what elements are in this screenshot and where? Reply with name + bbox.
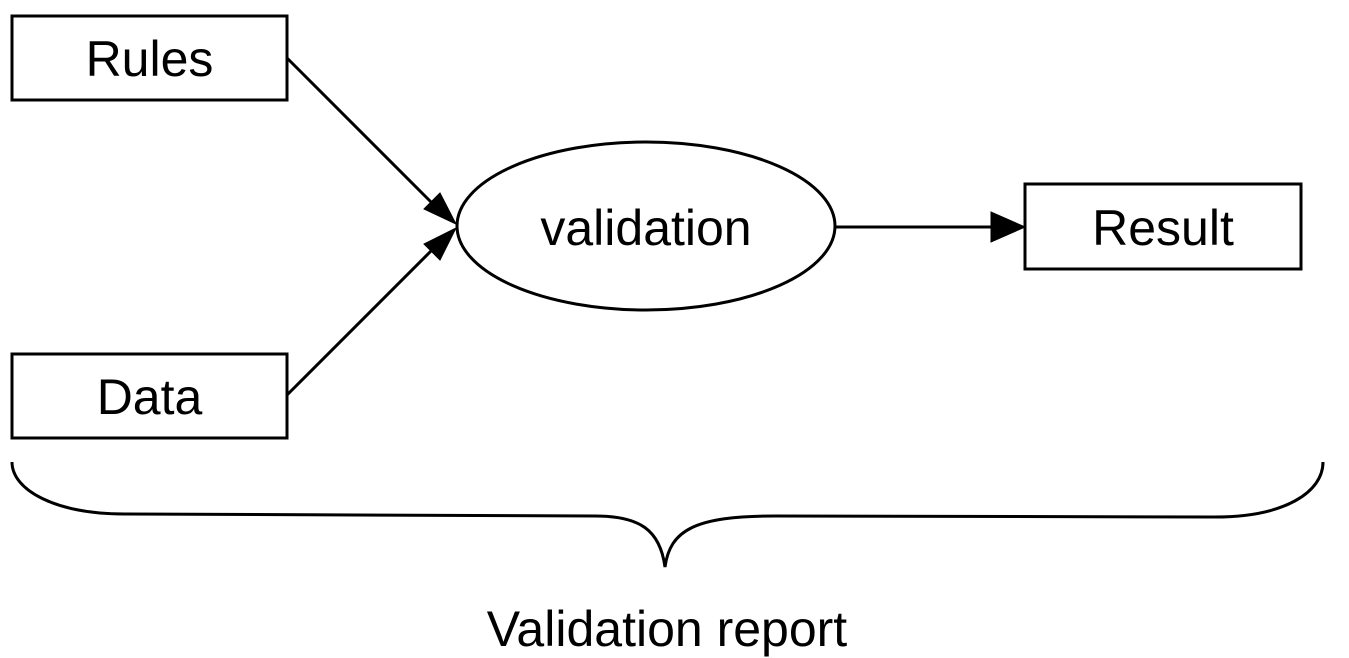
rules-label: Rules — [86, 31, 214, 87]
data-label: Data — [97, 369, 203, 425]
result-box — [1023, 182, 1303, 271]
data-node: Data — [10, 352, 289, 440]
edge-data-to-validation — [285, 243, 439, 397]
arrowhead-data-to-validation — [423, 226, 458, 261]
arrow-rules-to-validation — [285, 56, 458, 226]
rules-box — [10, 14, 289, 102]
result-node: Result — [1023, 182, 1303, 271]
edge-rules-to-validation — [285, 56, 439, 210]
arrowhead-rules-to-validation — [423, 192, 458, 226]
arrow-data-to-validation — [285, 226, 458, 397]
arrow-validation-to-result — [835, 211, 1027, 243]
validation-label: validation — [540, 200, 751, 256]
diagram-caption: Validation report — [487, 601, 848, 657]
data-box — [10, 352, 289, 440]
rules-node: Rules — [10, 14, 289, 102]
validation-node: validation — [455, 140, 837, 312]
arrowhead-validation-to-result — [990, 211, 1027, 243]
grouping-brace — [10, 461, 1325, 568]
result-label: Result — [1092, 200, 1234, 256]
